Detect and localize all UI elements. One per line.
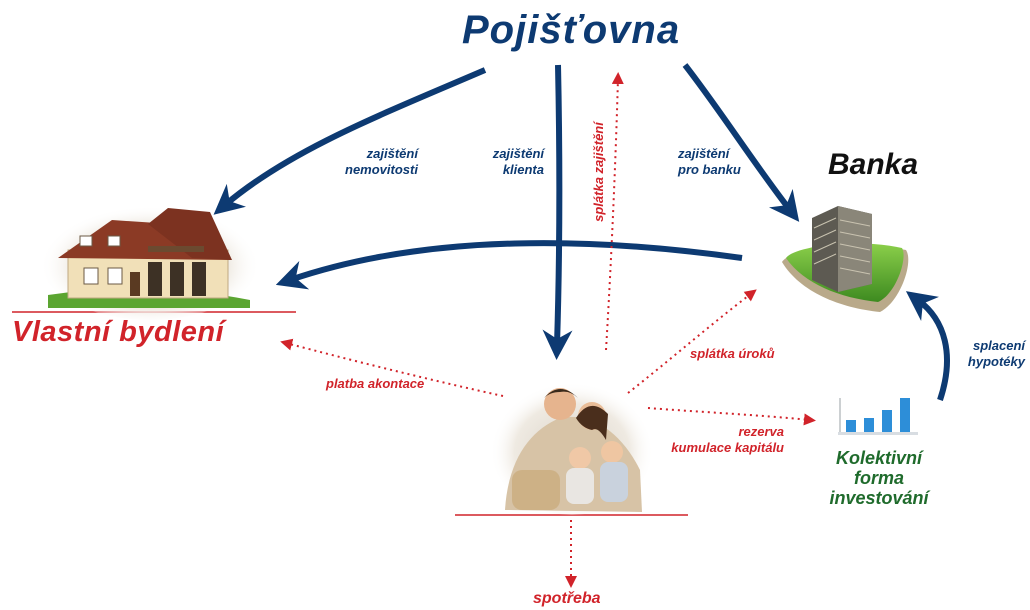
bank-image <box>782 206 909 312</box>
client-insurance-line-2: klienta <box>502 162 544 177</box>
mortgage-repayment-line-2: hypotéky <box>967 354 1025 369</box>
arrow-down-payment <box>280 338 504 397</box>
collective-investment-line-1: Kolektivní <box>835 448 923 468</box>
arrow-bank-to-housing <box>275 240 743 290</box>
interest-payment-label: splátka úroků <box>690 346 775 361</box>
bar-chart-icon <box>838 398 918 435</box>
client-insurance-label: zajištění klienta <box>478 146 544 178</box>
arrow-insurance-to-bank <box>682 63 800 222</box>
collective-investment-line-2: forma <box>853 468 904 488</box>
insurance-payment-label: splátka zajištění <box>590 122 606 222</box>
mortgage-repayment-line-1: splacení <box>972 338 1025 353</box>
collective-investment-line-3: investování <box>829 488 929 508</box>
client-insurance-line-1: zajištění <box>492 146 544 161</box>
arrow-reserve <box>647 407 816 426</box>
arrow-insurance-payment <box>605 72 624 351</box>
property-insurance-label: zajištění nemovitosti <box>345 146 418 178</box>
consumption-label: spotřeba <box>533 590 601 607</box>
bank-title: Banka <box>828 148 919 181</box>
family-image <box>490 375 654 515</box>
arrow-insurance-to-housing <box>213 67 487 215</box>
insurance-title: Pojišťovna <box>462 8 681 52</box>
property-insurance-line-1: zajištění <box>366 146 418 161</box>
arrow-investment-to-bank <box>905 291 950 401</box>
reserve-label: rezerva kumulace kapitálu <box>668 424 784 456</box>
bank-insurance-line-1: zajištění <box>678 146 730 161</box>
reserve-line-1: rezerva <box>738 424 784 439</box>
arrow-interest-payment <box>627 289 757 394</box>
reserve-line-2: kumulace kapitálu <box>671 440 784 455</box>
property-insurance-line-2: nemovitosti <box>345 162 418 177</box>
house-image <box>40 200 260 320</box>
own-housing-title: Vlastní bydlení <box>12 316 225 348</box>
arrow-insurance-to-client <box>542 64 573 360</box>
down-payment-label: platba akontace <box>326 376 425 391</box>
mortgage-repayment-label: splacení hypotéky <box>965 338 1025 370</box>
collective-investment-title: Kolektivní forma investování <box>808 448 950 508</box>
bank-insurance-label: zajištění pro banku <box>678 146 741 178</box>
bank-insurance-line-2: pro banku <box>678 162 741 177</box>
